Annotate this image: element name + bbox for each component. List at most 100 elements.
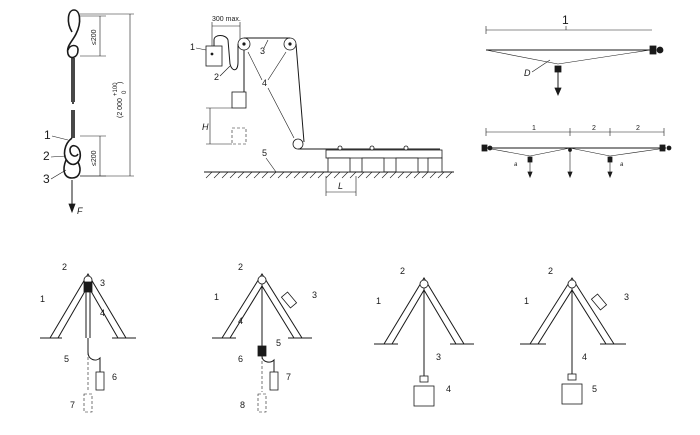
frame-b-label-0: 2	[238, 262, 243, 272]
frame-d-clamp-3	[590, 293, 608, 311]
dim-tol-lower: 0	[122, 90, 128, 94]
force-arrow-head	[68, 203, 76, 214]
frame-d-weight-5	[561, 383, 583, 405]
dim-tol-upper: +100	[113, 82, 119, 96]
dim-l-label: L	[338, 181, 343, 191]
frame-a-label-0: 2	[62, 262, 67, 272]
span-weight	[554, 65, 562, 73]
pulley-axle-2	[288, 42, 292, 46]
carriage-table	[325, 149, 443, 159]
leader-1	[51, 135, 69, 141]
frame-d-legs-outer	[529, 277, 615, 345]
frame-b-label-5: 6	[238, 354, 243, 364]
frame-b-connector-6	[257, 345, 267, 357]
frame-b-label-7: 8	[240, 400, 245, 410]
frame-b-weight-8-ghost	[257, 393, 267, 413]
frame-b-rope-hook	[261, 355, 275, 372]
bottom-eye	[63, 159, 81, 179]
frame-d-label-4: 5	[592, 384, 597, 394]
frame-a-label-3: 4	[100, 308, 105, 318]
leader-3	[50, 169, 67, 180]
frame-a-rope-hook	[87, 351, 101, 372]
pulley-label-3: 3	[260, 46, 265, 56]
box-1-dot	[210, 52, 214, 56]
a-frame-figure-b: 2 3 1 4 5 6 7 8	[212, 262, 317, 413]
span-arrow-head	[554, 87, 562, 97]
knot-label-3: 3	[43, 172, 50, 186]
frame-b-label-4: 5	[276, 338, 281, 348]
knot-label-2: 2	[43, 149, 50, 163]
span-anchor-pulley	[656, 46, 664, 54]
span2-weight-1	[527, 156, 533, 163]
frame-b-head	[257, 275, 267, 285]
frame-d-label-3: 4	[582, 352, 587, 362]
frame-c-clamp-3	[419, 375, 429, 383]
top-loop-knot	[66, 9, 81, 59]
span2-weight-3	[607, 156, 613, 163]
frame-c-weight-4	[413, 385, 435, 407]
frame-a-legs-inner	[57, 284, 119, 339]
span2-arrowhead-1	[527, 171, 533, 179]
pulley-axle-1	[242, 42, 246, 46]
span2-left-anchor	[481, 144, 488, 152]
dim-bottom-text: ≤200	[91, 150, 98, 166]
carriage-pin-3	[403, 145, 409, 151]
leader-p2	[219, 65, 231, 77]
bottom-loop-knot	[63, 137, 82, 166]
force-label: F	[77, 206, 83, 216]
pulley-rig-figure: 300 max. 1 2 3 4 H 5	[190, 16, 454, 196]
carriage-pin-1	[337, 145, 343, 151]
frame-a-clamp	[83, 281, 93, 293]
pulley-label-4: 4	[262, 78, 267, 88]
span-anchor-block	[649, 45, 657, 55]
dim-close-paren: )	[117, 82, 124, 84]
span2-right-anchor	[659, 144, 666, 152]
carriage-block-2	[361, 157, 385, 173]
leader-p1	[195, 47, 207, 51]
frame-b-weight-7	[269, 371, 279, 391]
span2-label-2b: 2	[636, 125, 640, 132]
span2-deflected	[485, 147, 667, 157]
span2-arrowhead-3	[607, 171, 613, 179]
dim-300-text: 300 max.	[212, 16, 241, 23]
span-label-d: D	[524, 68, 531, 78]
carriage-block-3	[395, 157, 419, 173]
frame-b-label-2: 1	[214, 292, 219, 302]
frame-c-label-0: 2	[400, 266, 405, 276]
span2-label-1: 1	[532, 125, 536, 132]
knot-test-figure: F 1 2 3 ≤200 ≤200 (2 000 +100 0 )	[43, 9, 134, 216]
span-multi-weight-figure: 1 2 2 a a	[481, 125, 672, 179]
leader-p4c	[267, 87, 295, 139]
frame-b-legs-outer	[221, 273, 303, 339]
weight-upper	[231, 91, 247, 109]
frame-d-head	[567, 279, 577, 289]
frame-d-label-2: 1	[524, 296, 529, 306]
span-label-1: 1	[562, 13, 569, 27]
frame-a-label-5: 6	[112, 372, 117, 382]
frame-c-label-1: 1	[376, 296, 381, 306]
dim-overall-group: (2 000 +100 0 )	[113, 82, 128, 118]
frame-a-weight-7-ghost	[83, 393, 93, 413]
dim-top-text: ≤200	[91, 29, 98, 45]
frame-d-connector	[567, 373, 577, 381]
span-line-deflected	[485, 49, 651, 65]
rope-down	[295, 43, 305, 143]
frame-c-label-3: 4	[446, 384, 451, 394]
span-d-leader	[531, 59, 551, 73]
pulley-label-5: 5	[262, 148, 267, 158]
frame-b-label-6: 7	[286, 372, 291, 382]
a-frame-figure-a: 2 3 1 4 5 6 7	[40, 262, 136, 413]
pulley-label-2: 2	[214, 72, 219, 82]
dim-overall-text: (2 000	[117, 98, 124, 118]
pulley-bottom	[292, 138, 304, 150]
frame-c-head	[419, 279, 429, 289]
span2-left-pulley	[487, 145, 493, 151]
ground-hatch	[205, 171, 453, 179]
span-deflection-figure: 1 D	[485, 13, 664, 97]
frame-a-label-1: 3	[100, 278, 105, 288]
frame-d-label-0: 2	[548, 266, 553, 276]
frame-d-label-1: 3	[624, 292, 629, 302]
span2-label-a1: a	[514, 162, 518, 168]
span2-label-a2: a	[620, 162, 624, 168]
frame-a-legs-outer	[49, 273, 127, 339]
